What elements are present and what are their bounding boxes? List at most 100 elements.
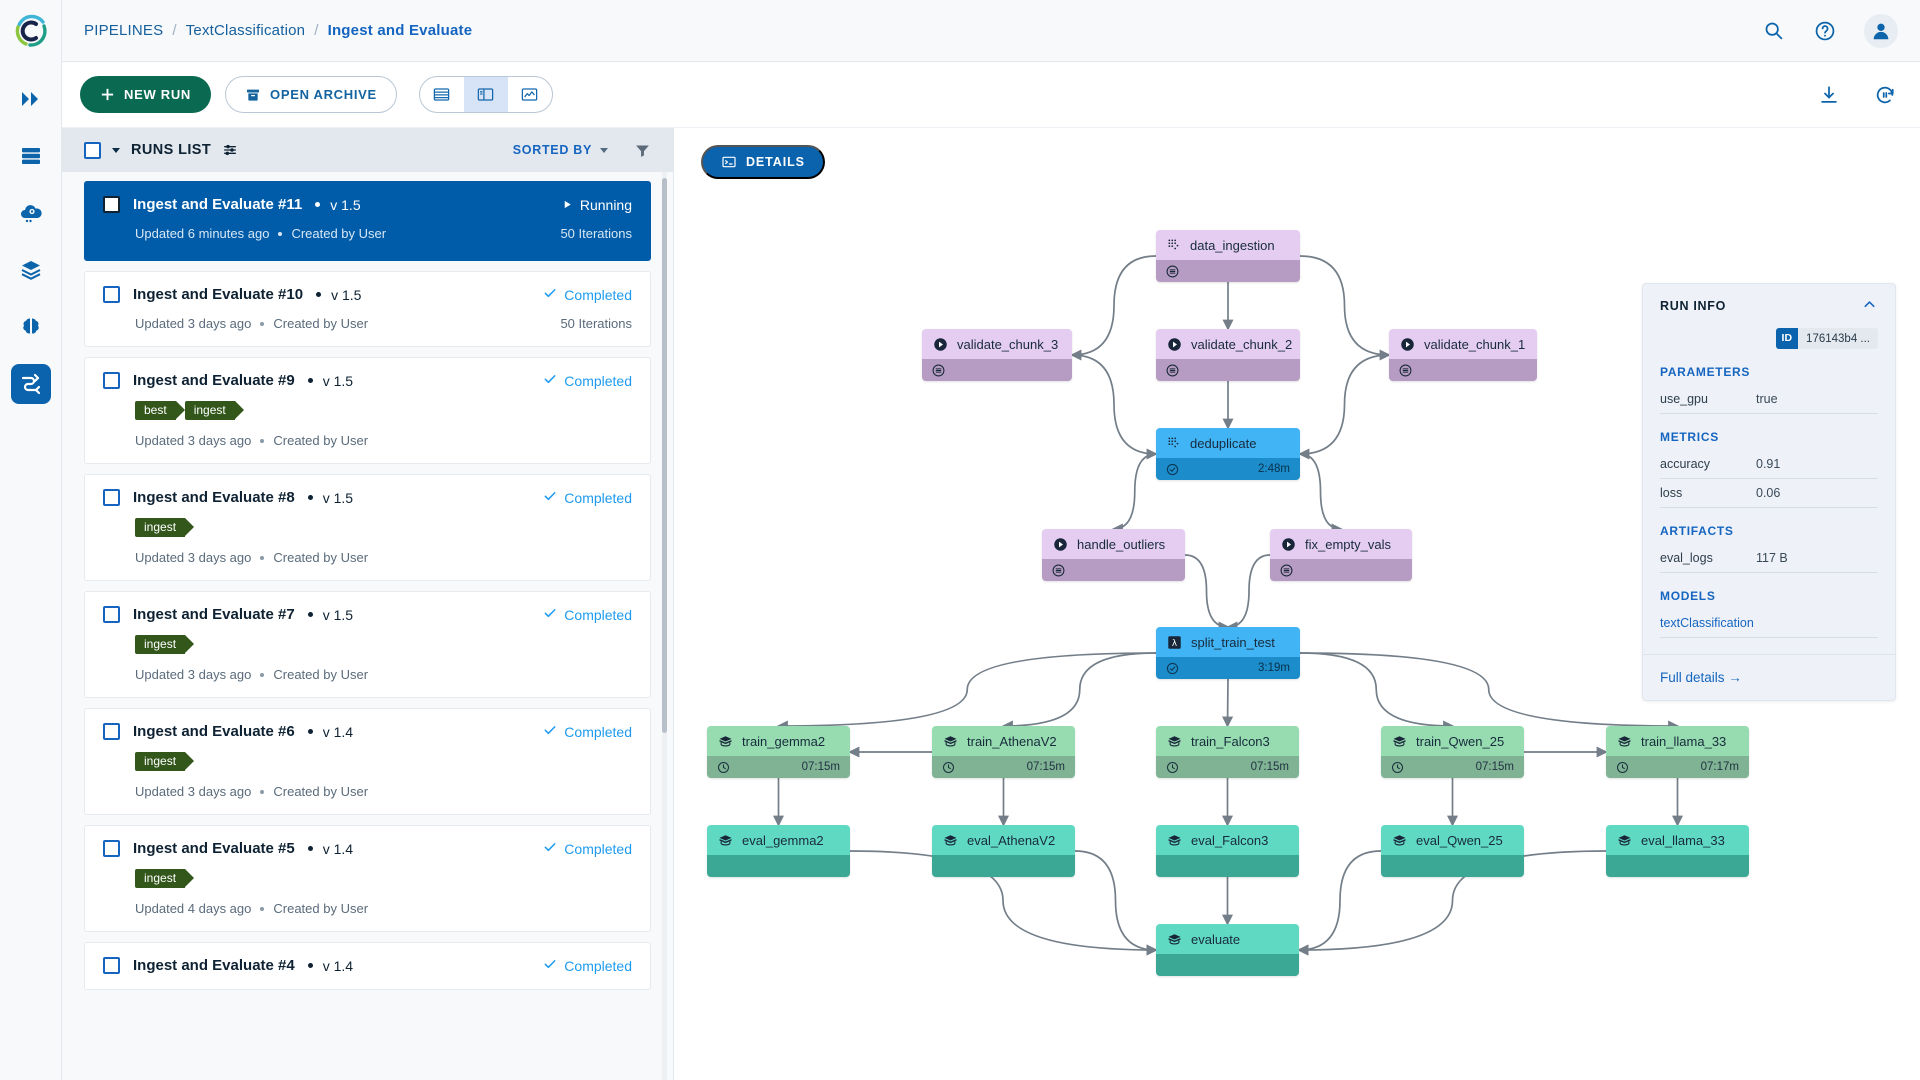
chart-view-icon[interactable]	[508, 77, 552, 112]
node-duration: 07:15m	[1475, 761, 1514, 773]
table-view-icon[interactable]	[420, 77, 464, 112]
download-icon[interactable]	[1816, 82, 1842, 108]
run-status-label: Completed	[564, 372, 632, 389]
run-checkbox[interactable]	[103, 606, 120, 623]
dot-separator	[260, 438, 265, 443]
sidebar-item-pipelines-fast-forward[interactable]	[11, 79, 51, 119]
node-footer	[1042, 559, 1185, 581]
new-run-button[interactable]: NEW RUN	[80, 76, 212, 113]
pipeline-node-handle_outliers[interactable]: handle_outliers	[1042, 529, 1185, 581]
avatar[interactable]	[1864, 13, 1898, 48]
model-link[interactable]: textClassification	[1660, 609, 1878, 638]
run-checkbox[interactable]	[103, 840, 120, 857]
node-footer	[1156, 954, 1299, 976]
run-checkbox[interactable]	[103, 286, 120, 303]
chevron-up-icon[interactable]	[1861, 296, 1878, 316]
model-icon	[1392, 734, 1407, 749]
run-status-label: Completed	[564, 606, 632, 623]
pipeline-node-validate_chunk_2[interactable]: validate_chunk_2	[1156, 329, 1300, 381]
pipeline-node-validate_chunk_3[interactable]: validate_chunk_3	[922, 329, 1072, 381]
runs-list-title: RUNS LIST	[131, 142, 212, 158]
sidebar-item-datasets[interactable]	[11, 136, 51, 176]
dot-separator	[316, 292, 322, 297]
auto-refresh-icon[interactable]	[1872, 82, 1898, 108]
compare-icon[interactable]	[222, 142, 238, 158]
run-id-chip[interactable]: ID 176143b4 ...	[1775, 328, 1878, 349]
model-icon	[943, 833, 958, 848]
dot-separator	[307, 963, 313, 968]
pipeline-node-evaluate[interactable]: evaluate	[1156, 924, 1299, 976]
pipeline-node-eval_Falcon3[interactable]: eval_Falcon3	[1156, 825, 1299, 877]
run-checkbox[interactable]	[103, 372, 120, 389]
details-button[interactable]: DETAILS	[701, 145, 825, 179]
open-archive-button[interactable]: OPEN ARCHIVE	[225, 76, 397, 113]
sidebar-item-models[interactable]	[11, 250, 51, 290]
pipeline-node-eval_AthenaV2[interactable]: eval_AthenaV2	[932, 825, 1075, 877]
run-tag[interactable]: ingest	[135, 518, 195, 537]
run-tag[interactable]: best	[135, 401, 185, 420]
pipeline-node-fix_empty_vals[interactable]: fix_empty_vals	[1270, 529, 1412, 581]
search-icon[interactable]	[1760, 18, 1786, 44]
app-logo[interactable]	[0, 0, 61, 62]
node-header: train_llama_33	[1606, 726, 1749, 756]
scrollbar-thumb[interactable]	[662, 178, 667, 733]
run-tag[interactable]: ingest	[135, 635, 195, 654]
run-checkbox[interactable]	[103, 489, 120, 506]
run-checkbox[interactable]	[103, 196, 120, 213]
breadcrumb-pipelines[interactable]: PIPELINES	[84, 22, 164, 39]
pipeline-node-eval_gemma2[interactable]: eval_gemma2	[707, 825, 850, 877]
run-version: v 1.5	[322, 489, 354, 506]
help-icon[interactable]	[1812, 18, 1838, 44]
breadcrumb-project[interactable]: TextClassification	[185, 22, 306, 39]
select-all-checkbox[interactable]	[84, 141, 101, 159]
node-header: eval_AthenaV2	[932, 825, 1075, 855]
sidebar-item-experiments-brain[interactable]	[11, 307, 51, 347]
full-details-link[interactable]: Full details →	[1660, 670, 1742, 685]
sidebar-item-pipelines[interactable]	[10, 364, 51, 404]
sort-by-dropdown[interactable]: SORTED BY	[513, 143, 608, 157]
run-tag[interactable]: ingest	[135, 869, 195, 888]
pipeline-node-validate_chunk_1[interactable]: validate_chunk_1	[1389, 329, 1537, 381]
archive-icon	[247, 89, 260, 101]
run-version: v 1.5	[322, 606, 354, 623]
pipeline-node-eval_llama_33[interactable]: eval_llama_33	[1606, 825, 1749, 877]
split-view-icon[interactable]	[463, 77, 508, 112]
pipeline-canvas[interactable]: DETAILS data_ingestion validate_chunk_3 va…	[674, 128, 1920, 1080]
run-info-header[interactable]: RUN INFO	[1643, 284, 1895, 328]
chevron-down-icon[interactable]	[112, 147, 120, 153]
run-updated: Updated 4 days ago	[135, 901, 252, 916]
run-tag[interactable]: ingest	[135, 752, 195, 771]
node-status-icon	[1166, 662, 1179, 675]
new-run-label: NEW RUN	[124, 87, 192, 102]
run-created-by: Created by User	[273, 316, 369, 331]
run-id-row: ID 176143b4 ...	[1660, 328, 1878, 349]
run-checkbox[interactable]	[103, 723, 120, 740]
filter-icon[interactable]	[634, 142, 651, 159]
check-icon	[543, 957, 557, 974]
node-status-icon	[717, 761, 730, 774]
pipeline-node-eval_Qwen_25[interactable]: eval_Qwen_25	[1381, 825, 1524, 877]
pipeline-node-data_ingestion[interactable]: data_ingestion	[1156, 230, 1300, 282]
run-tag[interactable]: ingest	[184, 401, 244, 420]
run-checkbox[interactable]	[103, 957, 120, 974]
sidebar-item-cloud-compute[interactable]	[11, 193, 51, 233]
runs-list-header: RUNS LIST SORTED BY	[62, 128, 673, 172]
dot-separator	[260, 789, 265, 794]
pipeline-edge	[1297, 850, 1607, 956]
